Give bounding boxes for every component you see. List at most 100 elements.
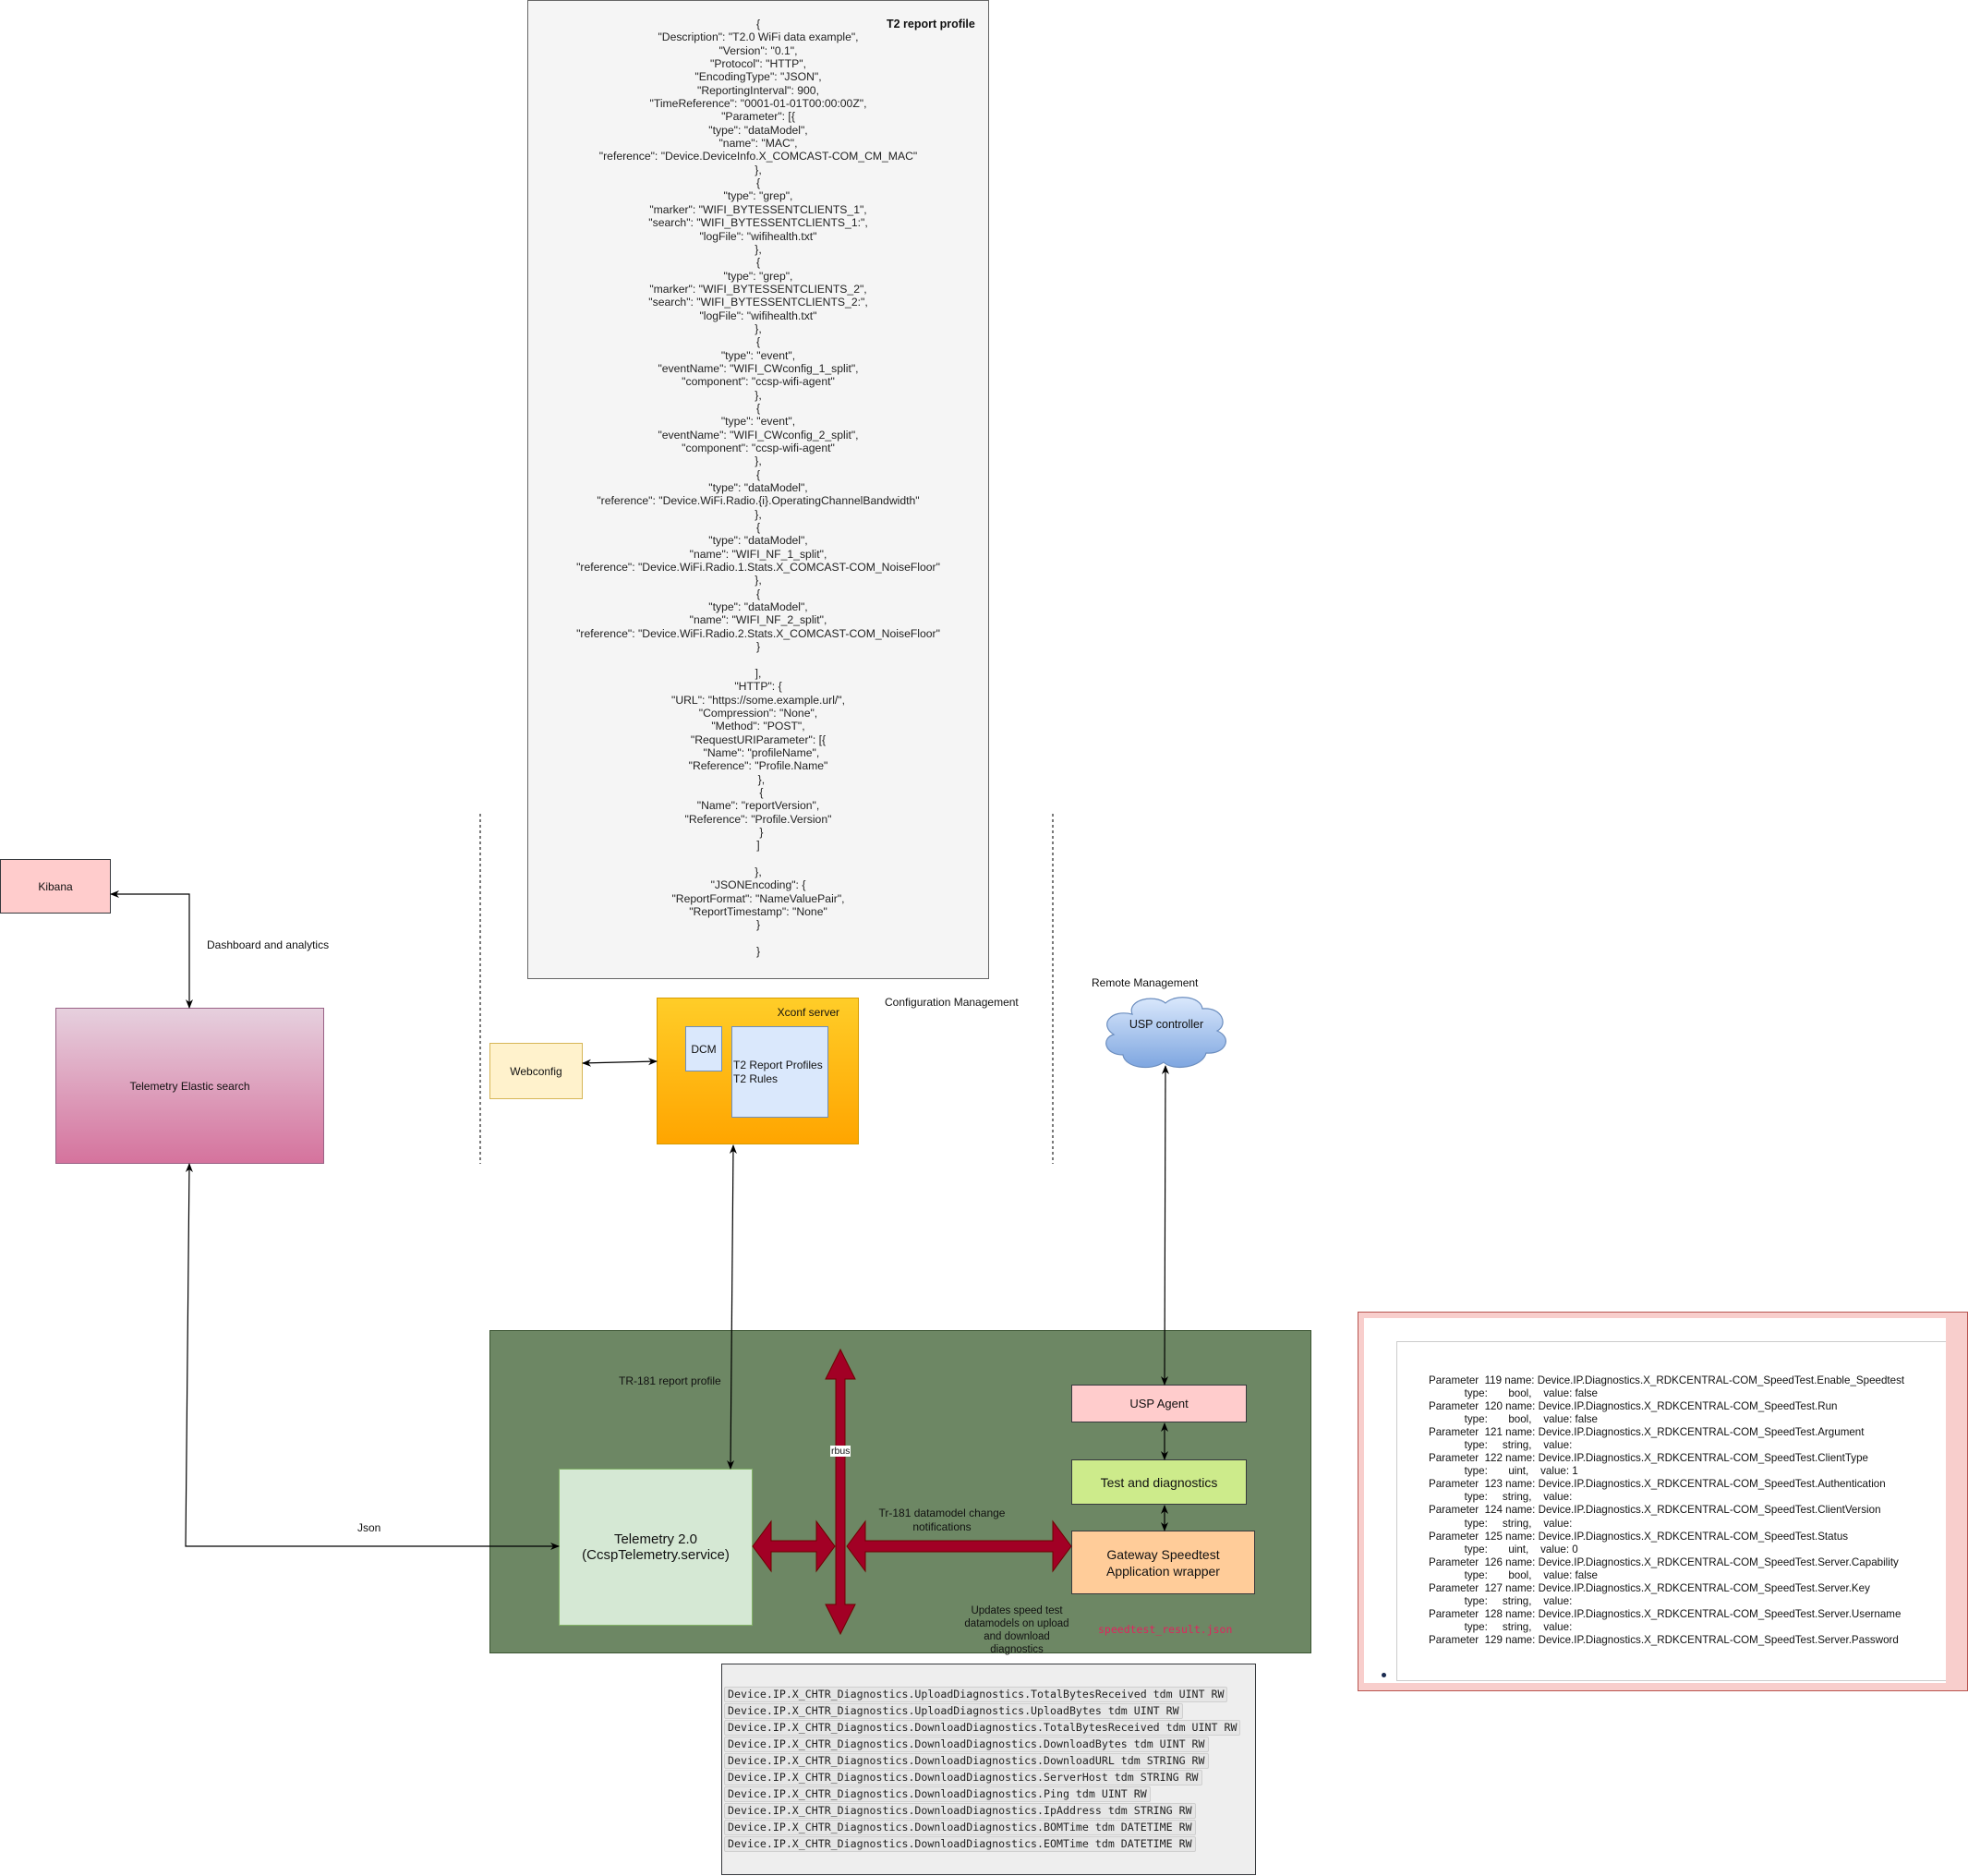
telemetry-service-node[interactable]: Telemetry 2.0 (CcspTelemetry.service) [559,1469,753,1626]
parameter-line: type: string, value: [1429,1620,1573,1633]
parameter-line: Parameter 126 name: Device.IP.Diagnostic… [1429,1555,1899,1568]
usp-controller-node[interactable]: USP controller [1099,994,1234,1071]
dashboard-analytics-label: Dashboard and analytics [207,938,330,951]
json-line: { [755,335,761,349]
datamodel-row: Device.IP.X_CHTR_Diagnostics.DownloadDia… [724,1770,1240,1786]
json-label: Json [357,1521,381,1534]
webconfig-label: Webconfig [510,1064,562,1078]
t2-report-profile-title: T2 report profile [887,18,975,30]
json-line: "Description": "T2.0 WiFi data example", [658,30,859,44]
json-line: } [755,640,761,654]
json-line: "reference": "Device.WiFi.Radio.1.Stats.… [576,561,940,575]
telemetry-elastic-search-node[interactable]: Telemetry Elastic search [55,1008,324,1164]
json-line: "JSONEncoding": { [710,878,806,892]
json-line: "RequestURIParameter": [{ [690,732,827,746]
json-line [528,932,988,945]
json-line: { [755,401,761,415]
datamodel-row: Device.IP.X_CHTR_Diagnostics.DownloadDia… [724,1820,1240,1836]
datamodel-row: Device.IP.X_CHTR_Diagnostics.DownloadDia… [724,1803,1240,1820]
t2-report-profile-box: T2 report profile { "Description": "T2.0 … [527,0,989,979]
parameter-line: type: string, value: [1429,1491,1573,1504]
parameter-line: Parameter 125 name: Device.IP.Diagnostic… [1429,1530,1849,1543]
datamodel-row: Device.IP.X_CHTR_Diagnostics.DownloadDia… [724,1720,1241,1737]
datamodel-row: Device.IP.X_CHTR_Diagnostics.UploadDiagn… [724,1703,1240,1720]
json-line: "name": "WIFI_NF_1_split", [689,547,827,561]
parameter-line: Parameter 129 name: Device.IP.Diagnostic… [1429,1633,1899,1646]
telemetry-label-line1: Telemetry 2.0 [613,1531,698,1547]
parameter-line: type: bool, value: false [1429,1568,1599,1581]
speedtest-parameters-panel: Parameter 119 name: Device.IP.Diagnostic… [1358,1312,1968,1691]
parameter-line: type: uint, value: 0 [1429,1543,1578,1555]
json-profile-text: { "Description": "T2.0 WiFi data example"… [528,18,988,958]
json-line: } [753,825,764,839]
json-line: }, [755,321,762,335]
usp-agent-node[interactable]: USP Agent [1071,1385,1247,1422]
datamodel-code: Device.IP.X_CHTR_Diagnostics.DownloadDia… [724,1753,1209,1769]
json-line: "type": "grep", [723,269,793,283]
json-line: "search": "WIFI_BYTESSENTCLIENTS_1:", [648,216,868,230]
json-line: "type": "dataModel", [708,534,808,548]
telemetry-label-line2: (CcspTelemetry.service) [582,1547,730,1563]
json-line: { [753,785,764,799]
datamodel-code: Device.IP.X_CHTR_Diagnostics.DownloadDia… [724,1720,1241,1736]
datamodel-code: Device.IP.X_CHTR_Diagnostics.DownloadDia… [724,1786,1151,1802]
parameter-line: Parameter 123 name: Device.IP.Diagnostic… [1429,1478,1886,1491]
webconfig-node[interactable]: Webconfig [489,1043,583,1099]
json-line: "eventName": "WIFI_CWconfig_1_split", [658,361,859,375]
json-line: "logFile": "wifihealth.txt" [699,309,817,322]
t2-rules-label: T2 Rules [733,1071,779,1085]
json-line: { [755,587,761,600]
json-line: }, [755,242,762,256]
json-line: "reference": "Device.WiFi.Radio.2.Stats.… [576,626,940,640]
json-line: "logFile": "wifihealth.txt" [699,229,817,243]
cloud-icon [1105,997,1226,1069]
json-line: "Version": "0.1", [718,43,798,57]
datamodel-row: Device.IP.X_CHTR_Diagnostics.DownloadDia… [724,1737,1240,1753]
datamodel-code: Device.IP.X_CHTR_Diagnostics.UploadDiagn… [724,1687,1228,1702]
json-line: { [755,467,761,481]
json-line: "component": "ccsp-wifi-agent" [682,442,835,454]
usp-controller-label: USP controller [1129,1018,1204,1031]
json-line: }, [755,388,762,402]
json-line: { [755,256,761,270]
xconf-server-node[interactable]: Xconf server DCM T2 Report Profiles T2 R… [657,998,859,1144]
json-line: "ReportingInterval": 900, [697,83,819,97]
json-line: "Name": "profileName", [696,745,820,759]
datamodel-list-panel: Device.IP.X_CHTR_Diagnostics.UploadDiagn… [721,1664,1256,1875]
datamodel-row: Device.IP.X_CHTR_Diagnostics.DownloadDia… [724,1753,1240,1770]
t2-profiles-label: T2 Report Profiles [733,1058,823,1071]
json-line: ], [755,666,762,680]
t2-profiles-node[interactable]: T2 Report Profiles T2 Rules [731,1026,828,1118]
json-line: "type": "grep", [723,189,793,203]
json-line: "TimeReference": "0001-01-01T00:00:00Z", [649,97,867,111]
json-line: "Reference": "Profile.Version" [684,812,832,826]
json-line: "marker": "WIFI_BYTESSENTCLIENTS_2", [649,282,867,296]
webconfig-xconf-connector [582,1058,658,1067]
json-line: "Parameter": [{ [721,110,795,124]
json-line: "eventName": "WIFI_CWconfig_2_split", [658,428,859,442]
json-line: }, [755,574,762,587]
json-line: } [755,918,761,932]
json-line: "type": "dataModel", [708,600,808,614]
parameter-line: Parameter 119 name: Device.IP.Diagnostic… [1429,1374,1905,1386]
speedtest-result-file-label: speedtest_result.json [1098,1623,1233,1636]
json-line: "type": "event", [720,415,796,429]
json-line: "marker": "WIFI_BYTESSENTCLIENTS_1", [649,202,867,216]
parameter-line: Parameter 128 name: Device.IP.Diagnostic… [1429,1607,1902,1620]
kibana-node[interactable]: Kibana [0,859,111,914]
usp-agent-label: USP Agent [1129,1397,1189,1410]
parameter-line: Parameter 124 name: Device.IP.Diagnostic… [1429,1504,1881,1517]
json-line: "name": "MAC", [718,137,798,151]
parameters-list: Parameter 119 name: Device.IP.Diagnostic… [1429,1374,1904,1647]
test-diagnostics-node[interactable]: Test and diagnostics [1071,1459,1247,1505]
json-line: "Reference": "Profile.Name" [688,759,828,773]
dcm-node[interactable]: DCM [685,1026,722,1071]
parameter-line: Parameter 121 name: Device.IP.Diagnostic… [1429,1426,1865,1439]
json-line: "search": "WIFI_BYTESSENTCLIENTS_2:", [648,296,868,309]
json-line: { [755,521,761,535]
json-line: }, [755,454,762,468]
gateway-speedtest-node[interactable]: Gateway Speedtest Application wrapper [1071,1531,1255,1594]
kibana-label: Kibana [38,879,73,893]
json-line: "Name": "reportVersion", [696,799,820,813]
parameters-list-frame [1396,1341,1946,1681]
